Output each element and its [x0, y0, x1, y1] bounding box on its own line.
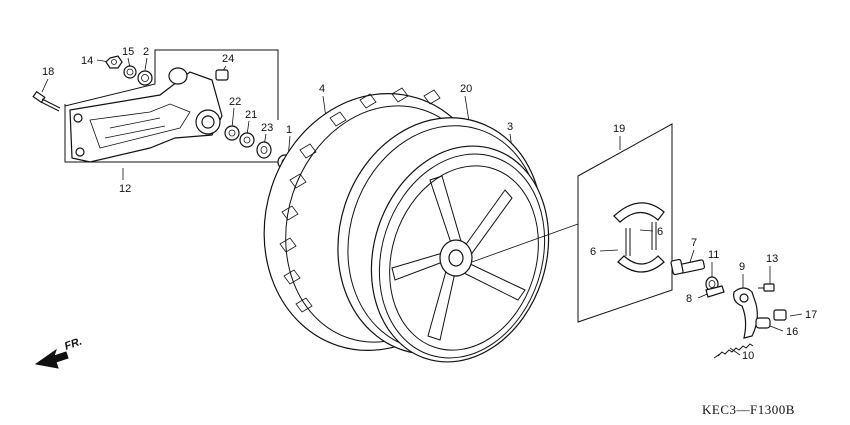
- brake-shoes: [613, 202, 665, 273]
- callout-8: 8: [686, 293, 692, 305]
- callout-18: 18: [42, 66, 54, 78]
- bolt-13: [758, 283, 775, 292]
- washer-15: [123, 65, 137, 79]
- bolt-18: [32, 90, 61, 112]
- callout-7: 7: [691, 237, 697, 249]
- callout-21: 21: [245, 109, 257, 121]
- callout-19: 19: [613, 123, 625, 135]
- rear-fork-arm: [69, 67, 223, 163]
- callout-9: 9: [739, 261, 745, 273]
- callout-1: 1: [286, 124, 292, 136]
- bearing-21: [239, 132, 255, 148]
- diagram-code: KEC3—F1300B: [702, 402, 795, 417]
- wear-indicator-8: [705, 285, 725, 298]
- callout-2: 2: [143, 46, 149, 58]
- arrow-icon: [34, 348, 69, 369]
- collar-24: [215, 69, 229, 81]
- callout-10: 10: [742, 350, 754, 362]
- axle-guide-line: [471, 223, 579, 263]
- arm-group-box: [64, 49, 279, 163]
- pin-16: [755, 317, 771, 329]
- callout-4: 4: [319, 83, 325, 95]
- callout-13: 13: [766, 253, 778, 265]
- callout-24: 24: [222, 53, 234, 65]
- front-marker-label: FR.: [63, 335, 84, 352]
- callout-17: 17: [805, 309, 817, 321]
- callout-22: 22: [229, 96, 241, 108]
- leader-lines: [41, 57, 803, 356]
- callout-12: 12: [119, 183, 131, 195]
- callout-15: 15: [122, 46, 134, 58]
- front-direction-marker: FR.: [34, 335, 84, 369]
- bearing-22: [224, 125, 240, 141]
- callout-3: 3: [507, 121, 513, 133]
- callout-6-upper: 6: [657, 226, 663, 238]
- callout-14: 14: [81, 55, 93, 67]
- bearing-2: [137, 70, 153, 86]
- rear-wheel: [370, 145, 550, 363]
- seal-23: [256, 141, 272, 159]
- callout-23: 23: [261, 122, 273, 134]
- callout-16: 16: [786, 326, 798, 338]
- brake-arm-9: [733, 287, 758, 339]
- callout-6-lower: 6: [590, 246, 596, 258]
- nut-17: [773, 309, 787, 321]
- brake-cam-7: [670, 258, 706, 276]
- callout-11: 11: [708, 249, 719, 261]
- callout-20: 20: [460, 83, 472, 95]
- brake-linkage: [670, 258, 787, 359]
- return-spring-10: [713, 343, 754, 359]
- brake-shoe-box: [577, 123, 673, 323]
- nut-14: [105, 55, 123, 69]
